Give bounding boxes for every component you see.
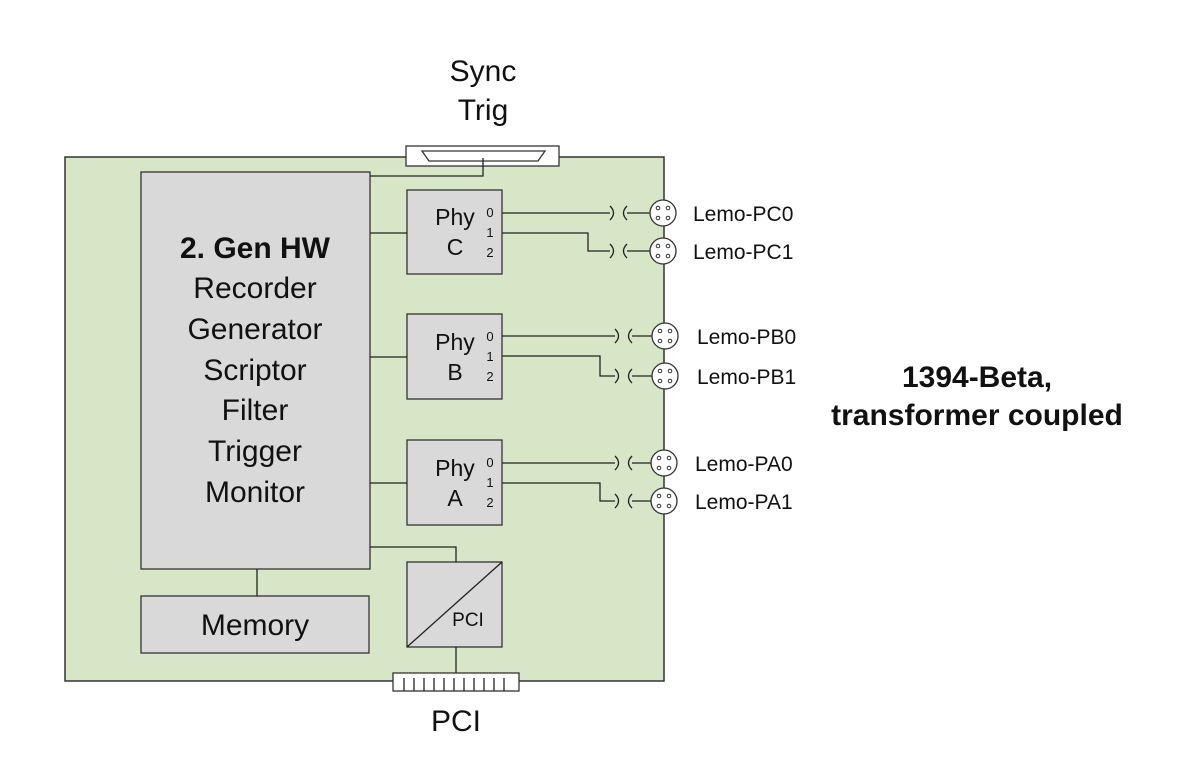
memory-label: Memory <box>201 609 309 642</box>
phy-a-port-1: 1 <box>486 475 493 490</box>
phy-c-label: Phy <box>435 204 475 230</box>
memory-block <box>140 595 370 654</box>
pci-connector-label: PCI <box>431 705 481 738</box>
transformer-pc1 <box>609 243 650 259</box>
phy-a-wiring <box>502 462 615 502</box>
phy-c-port-1: 1 <box>486 225 493 240</box>
phy-c-letter: C <box>447 234 464 260</box>
phy-b-letter: B <box>447 359 462 385</box>
phy-a-label: Phy <box>435 455 475 481</box>
lemo-pb0-label: Lemo-PB0 <box>697 326 796 349</box>
main-hw-block <box>140 171 371 570</box>
lemo-pa0-connector-icon <box>650 449 678 477</box>
lemo-pb1-label: Lemo-PB1 <box>697 366 796 389</box>
caption-line-2: transformer coupled <box>831 399 1123 432</box>
phy-b-label: Phy <box>435 329 475 355</box>
phy-c-port-0: 0 <box>486 205 493 220</box>
phy-a-block <box>406 439 503 526</box>
main-block-line-monitor: Monitor <box>205 476 305 509</box>
lemo-pa0-label: Lemo-PA0 <box>695 453 793 476</box>
transformer-pa1 <box>614 493 651 509</box>
main-block-line-filter: Filter <box>222 394 289 427</box>
main-block-title: 2. Gen HW <box>180 232 331 265</box>
phy-a-letter: A <box>447 485 463 511</box>
transformer-pa0 <box>614 455 651 471</box>
lemo-pc1-connector-icon <box>649 237 677 265</box>
lemo-pa1-connector-icon <box>650 487 678 515</box>
phy-b-port-0: 0 <box>486 329 493 344</box>
internal-wiring <box>256 158 484 673</box>
lemo-pc1-label: Lemo-PC1 <box>693 241 793 264</box>
phy-b-wiring <box>502 335 615 377</box>
phy-c-port-2: 2 <box>486 245 493 260</box>
phy-c-wiring <box>502 212 610 252</box>
phy-c-block <box>406 189 503 275</box>
phy-b-block <box>406 313 503 400</box>
lemo-pa1-label: Lemo-PA1 <box>695 491 793 514</box>
transformer-pc0 <box>609 205 650 221</box>
lemo-pb1-connector-icon <box>651 362 679 390</box>
pci-block-label: PCI <box>452 610 484 631</box>
transformer-pb0 <box>614 328 652 344</box>
sync-trig-connector <box>405 145 560 167</box>
trig-label: Trig <box>458 94 509 127</box>
pci-block <box>406 561 503 648</box>
main-block-line-scriptor: Scriptor <box>203 354 306 387</box>
pci-edge-connector <box>392 672 520 692</box>
transformer-pb1 <box>614 368 652 384</box>
main-block-line-trigger: Trigger <box>208 435 302 468</box>
lemo-pb0-connector-icon <box>651 322 679 350</box>
phy-a-port-2: 2 <box>486 495 493 510</box>
phy-b-port-2: 2 <box>486 369 493 384</box>
caption-line-1: 1394-Beta, <box>902 361 1052 394</box>
lemo-pc0-connector-icon <box>649 199 677 227</box>
main-block-line-generator: Generator <box>187 313 322 346</box>
phy-b-port-1: 1 <box>486 349 493 364</box>
main-block-line-recorder: Recorder <box>193 272 316 305</box>
lemo-pc0-label: Lemo-PC0 <box>693 203 793 226</box>
phy-a-port-0: 0 <box>486 455 493 470</box>
sync-label: Sync <box>450 55 517 88</box>
